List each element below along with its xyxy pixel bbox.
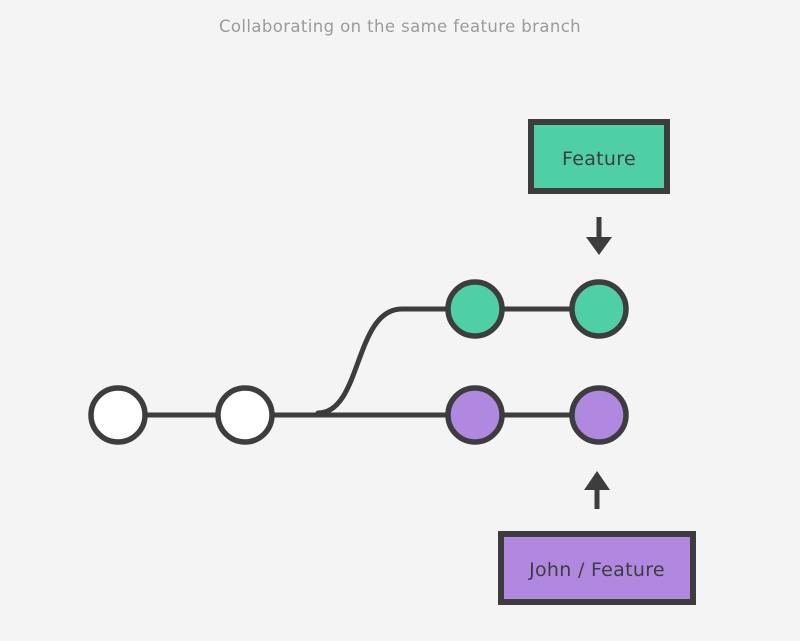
branch-main-nodes — [88, 385, 275, 445]
edge-group — [145, 306, 572, 418]
branch-curve-main-to-feature — [315, 306, 451, 416]
commit-node-john-feature-2[interactable] — [569, 385, 629, 445]
branch-john-feature-nodes — [445, 385, 629, 445]
commit-node-john-feature-1[interactable] — [445, 385, 505, 445]
feature-box-rect[interactable] — [528, 119, 670, 194]
john-feature-label-box[interactable]: John / Feature — [498, 531, 696, 605]
john-feature-box-rect[interactable] — [498, 531, 696, 605]
commit-node-main-1[interactable] — [88, 385, 148, 445]
arrow-john-up — [584, 471, 610, 509]
feature-box-label: Feature — [562, 148, 636, 170]
commit-node-main-2[interactable] — [215, 385, 275, 445]
arrow-up-head-icon — [584, 471, 610, 490]
commit-node-feature-1[interactable] — [445, 279, 505, 339]
arrow-down-head-icon — [586, 237, 612, 255]
arrow-feature-down — [586, 217, 612, 255]
diagram-title: Collaborating on the same feature branch — [219, 17, 581, 36]
john-feature-box-label: John / Feature — [528, 559, 665, 581]
commit-node-feature-2[interactable] — [569, 279, 629, 339]
feature-label-box[interactable]: Feature — [528, 119, 670, 194]
branch-feature-nodes — [445, 279, 629, 339]
